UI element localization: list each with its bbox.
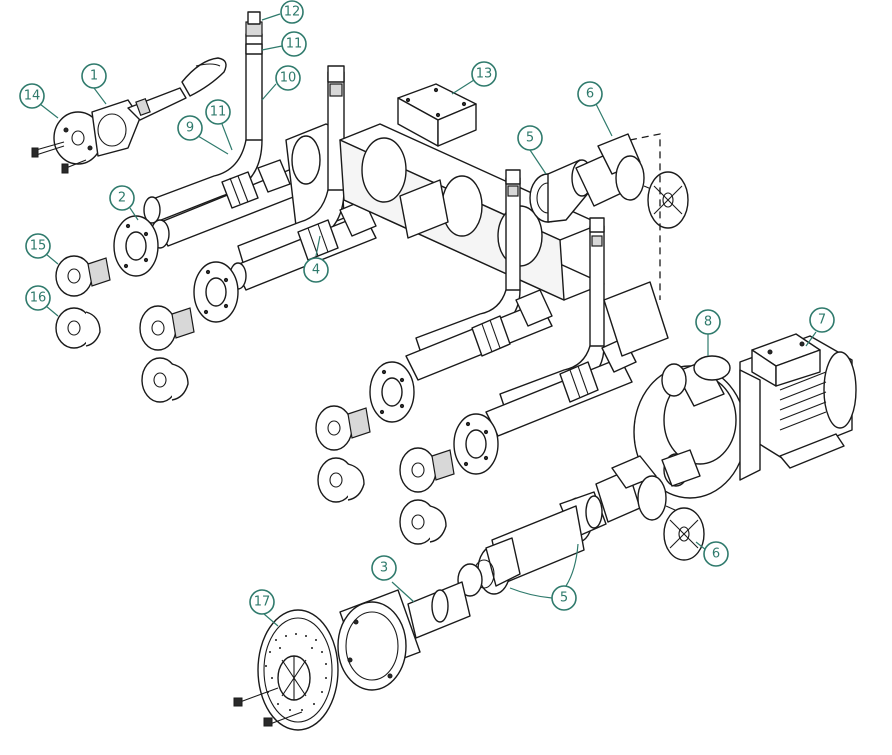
callout-2: [109, 185, 135, 211]
callout-11-lower-label: 11: [210, 105, 227, 120]
callout-8: [695, 309, 721, 335]
callout-11-upper-label: 11: [286, 37, 303, 52]
callout-9: [177, 115, 203, 141]
callouts: 1 2 3 4 5 5 6 6 7: [19, 0, 835, 627]
part-13-junction-box: [397, 83, 477, 147]
pump-assembly: [633, 333, 857, 499]
callout-3: [371, 555, 397, 581]
callout-11-lower: [205, 99, 231, 125]
callout-14-label: 14: [24, 89, 41, 104]
callout-7-label: 7: [818, 313, 826, 328]
callout-6-lower: [703, 541, 729, 567]
callout-13: [471, 61, 497, 87]
callout-11-upper: [281, 31, 307, 57]
manifold-lower-branches: [369, 169, 669, 475]
callout-9-label: 9: [186, 121, 194, 136]
callout-10-label: 10: [280, 71, 297, 86]
callout-5-upper-label: 5: [526, 131, 534, 146]
part-1-air-button: [91, 57, 227, 157]
callout-6-upper-label: 6: [586, 87, 594, 102]
callout-14: [19, 83, 45, 109]
suction-line: [233, 455, 705, 731]
callout-17: [249, 589, 275, 615]
callout-5-upper: [517, 125, 543, 151]
callout-12: [280, 0, 304, 24]
grille-perforations: [265, 633, 327, 711]
part-14-air-button-flange: [31, 111, 103, 174]
callout-16: [25, 285, 51, 311]
callout-3-label: 3: [380, 561, 388, 576]
callout-4-label: 4: [312, 263, 320, 278]
callout-8-label: 8: [704, 315, 712, 330]
callout-5-lower: [551, 585, 577, 611]
callout-1-label: 1: [90, 69, 98, 84]
callout-7: [809, 307, 835, 333]
callout-12-label: 12: [284, 5, 301, 20]
callout-5-lower-label: 5: [560, 591, 568, 606]
callout-15: [25, 233, 51, 259]
callout-17-label: 17: [254, 595, 271, 610]
callout-6-upper: [577, 81, 603, 107]
callout-16-label: 16: [30, 291, 47, 306]
callout-13-label: 13: [476, 67, 493, 82]
callout-1: [81, 63, 107, 89]
callout-2-label: 2: [118, 191, 126, 206]
callout-15-label: 15: [30, 239, 47, 254]
manifold-branch-4: [193, 65, 377, 323]
jet-nozzles: [55, 255, 455, 545]
callout-4: [303, 257, 329, 283]
valve-assembly-upper: [529, 133, 689, 300]
callout-6-lower-label: 6: [712, 547, 720, 562]
callout-10: [275, 65, 301, 91]
